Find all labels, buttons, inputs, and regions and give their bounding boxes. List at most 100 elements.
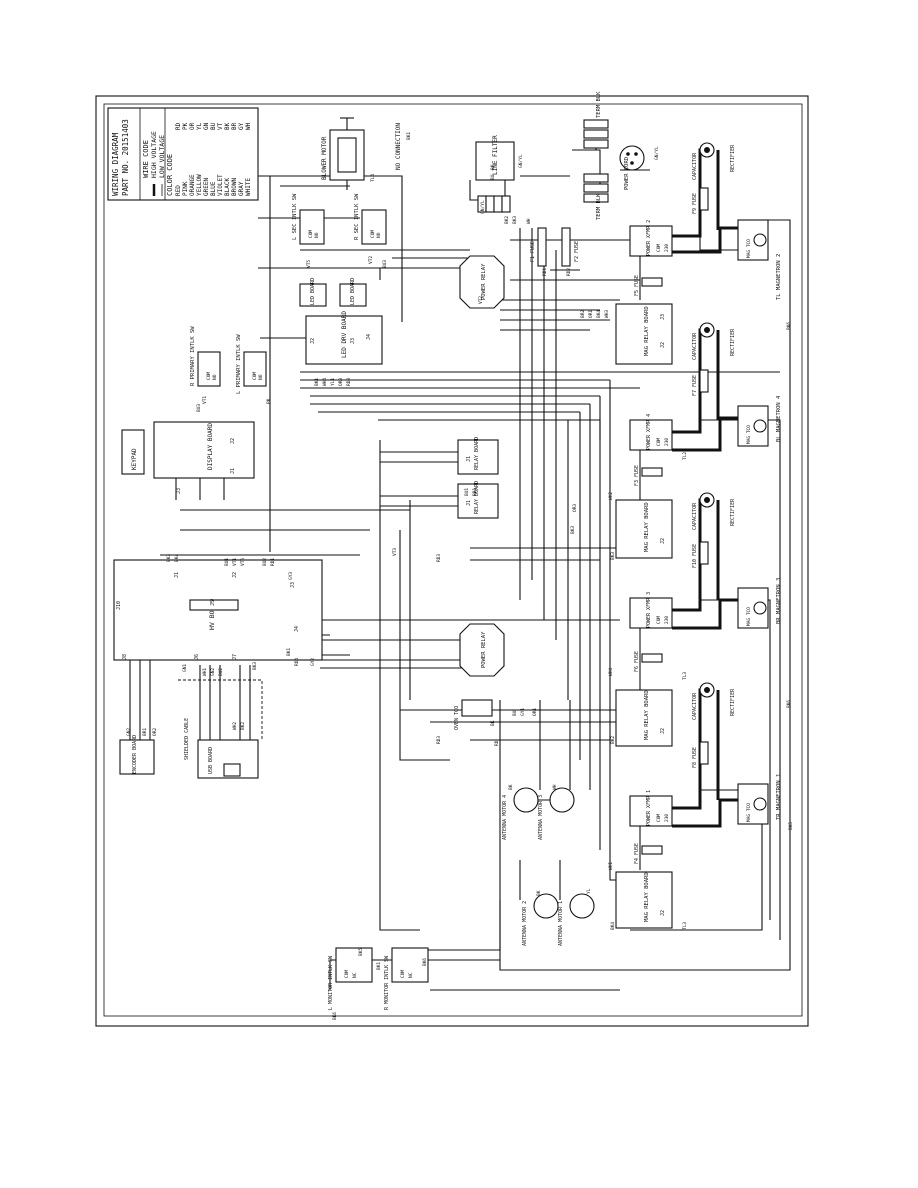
blower-motor-label: BLOWER MOTOR <box>321 136 328 180</box>
r-pri-no: NO <box>212 374 218 380</box>
tag-bk3-c: BK3 <box>610 552 616 560</box>
r-pri-com: COM <box>206 372 212 380</box>
tag-bk6-b: BK6 <box>786 700 792 708</box>
color-code-name: RED <box>175 185 182 196</box>
diagram-inner-frame <box>103 103 803 1017</box>
color-code-abbr: YL <box>196 122 203 130</box>
hv-j7: J7 <box>232 654 238 660</box>
led-drv-j2: J2 <box>310 338 316 344</box>
tag-wh1-b: WH1 <box>608 862 614 870</box>
tag-gy2: GY2 <box>310 658 316 666</box>
tag-bk6: BK6 <box>786 322 792 330</box>
tag-vt1: VT1 <box>202 396 208 404</box>
r-mon-com: COM <box>400 970 406 978</box>
f9-fuse-label: F9 FUSE <box>692 193 698 214</box>
f8-fuse-label: F8 FUSE <box>692 747 698 768</box>
switch-terminal-labels: COM NO COM NO COM NO COM NO COM NC COM N… <box>206 230 670 978</box>
rectifier-label-4: RECTIFIER <box>730 328 736 356</box>
tag-bu1-b: BU1 <box>224 558 230 566</box>
fuse-f4: F4 FUSE <box>634 843 663 864</box>
relay-board-2: RELAY BOARD <box>457 481 499 519</box>
relay1-j1: J1 <box>466 456 472 462</box>
tag-bk3: BK3 <box>512 216 518 224</box>
color-code-name: BLACK <box>224 178 231 196</box>
capacitor-label-2: CAPACITOR <box>692 152 698 180</box>
power-xfmr-4-label: POWER XFMR 4 <box>646 414 652 450</box>
tag-vt3: VT3 <box>392 548 398 556</box>
tag-wh-b: WH <box>552 784 558 790</box>
r-primary-intlk-switch: R PRIMARY INTLK SW <box>190 326 221 387</box>
mag-relay-board-2: MAG RELAY BOARD <box>615 499 673 559</box>
fuse-f3: F3 FUSE <box>634 465 663 486</box>
f3-fuse-label: F3 FUSE <box>634 465 640 486</box>
l-mon-com: COM <box>344 970 350 978</box>
magnetron-br-3: MAG TCO BR MAGNETRON 3 <box>737 578 782 629</box>
l-pri-no: NO <box>258 374 264 380</box>
fuse-f10: F10 FUSE <box>692 541 709 568</box>
l-sec-com: COM <box>308 230 314 238</box>
encoder-board-label: ENCODER BOARD <box>132 735 138 774</box>
tag-wh4: WH4 <box>322 378 328 386</box>
tag-gnyl-2: GN/YL <box>654 146 660 160</box>
tag-gnyl-1: GN/YL <box>518 154 524 168</box>
l-primary-intlk-switch: L PRIMARY INTLK SW <box>236 334 267 394</box>
tag-bk-d: BK <box>536 890 542 896</box>
f5-fuse-label: F5 FUSE <box>634 275 640 296</box>
color-code-abbr: VT <box>217 122 224 130</box>
power-relay-top: POWER RELAY <box>459 255 505 309</box>
power-xfmr-2-label: POWER XFMR 2 <box>646 220 652 256</box>
keypad-label: KEYPAD <box>131 448 138 470</box>
tag-br1: BR1 <box>142 728 148 736</box>
legend-box: WIRING DIAGRAM PART NO. 20151403 WIRE CO… <box>107 107 259 201</box>
mag-relay-3-label: MAG RELAY BOARD <box>644 690 650 740</box>
fuse-f5: F5 FUSE <box>634 275 663 296</box>
tag-vt1-b: VT1 <box>232 558 238 566</box>
tag-bk1: BK1 <box>406 132 412 140</box>
blower-motor: BLOWER MOTOR <box>321 117 365 190</box>
tag-bk3-d: BK3 <box>252 662 258 670</box>
power-xfmr-3: POWER XFMR 3 <box>629 592 673 629</box>
tag-rd3-b: RD3 <box>436 554 442 562</box>
hv-j5: J5 <box>210 600 216 606</box>
encoder-board: ENCODER BOARD <box>119 735 155 775</box>
r-sec-no: NO <box>376 232 382 238</box>
tag-bk3-b: BK3 <box>166 554 172 562</box>
tag-or1: OR1 <box>532 708 538 716</box>
capacitor-2: CAPACITOR <box>692 142 715 180</box>
usb-board: USB BOARD <box>197 739 259 779</box>
tag-wh: WH <box>526 218 532 224</box>
tag-bk5-b: BK5 <box>358 948 364 956</box>
magnetron-tl-2: MAG TCO TL MAGNETRON 2 <box>737 219 782 300</box>
power-xfmr-2: POWER XFMR 2 <box>629 220 673 257</box>
fuse-f7: F7 FUSE <box>692 369 709 396</box>
r-sec-intlk-label: R SEC INTLK SW <box>354 193 360 240</box>
f1-fuse-label: F1 FUSE <box>530 241 536 262</box>
l-monitor-intlk-switch: L MONITOR INTLK SW <box>328 947 373 1010</box>
wire-code-high: HIGH VOLTAGE <box>150 131 158 178</box>
wire-code-low: LOW VOLTAGE <box>158 135 166 178</box>
tag-wh2: WH2 <box>232 722 238 730</box>
tag-vt5-b: VT5 <box>240 558 246 566</box>
hv-board: HV BOARD <box>113 559 323 661</box>
fuse-f8: F8 FUSE <box>692 741 709 768</box>
color-code-abbr: BU <box>210 122 217 130</box>
tag-rd3: RD3 <box>346 378 352 386</box>
tag-bk4: BK4 <box>174 554 180 562</box>
tag-bk6-c: BK6 <box>332 1012 338 1020</box>
antenna-motor-1-label: ANTENNA MOTOR 1 <box>558 901 564 946</box>
color-code-abbr: GN <box>203 122 210 130</box>
tag-or3: OR3 <box>338 378 344 386</box>
led-board-1: LED BOARD <box>299 278 327 307</box>
line-filter-label: LINE FILTER <box>492 135 499 175</box>
tag-gn2: GN2 <box>126 728 132 736</box>
l-sec-no: NO <box>314 232 320 238</box>
magnetron-tr-1: MAG TCO TR MAGNETRON 1 <box>737 774 782 825</box>
hv-j3: J3 <box>290 582 296 588</box>
tag-bk4-b: BK4 <box>610 922 616 930</box>
led-drv-board: LED DRV BOARD <box>305 311 383 365</box>
xfmr3-230: 230 <box>664 616 670 624</box>
mag4-j2: J2 <box>660 910 666 916</box>
tag-tl4: TL4 <box>370 174 376 182</box>
tag-vt2: VT2 <box>368 256 374 264</box>
